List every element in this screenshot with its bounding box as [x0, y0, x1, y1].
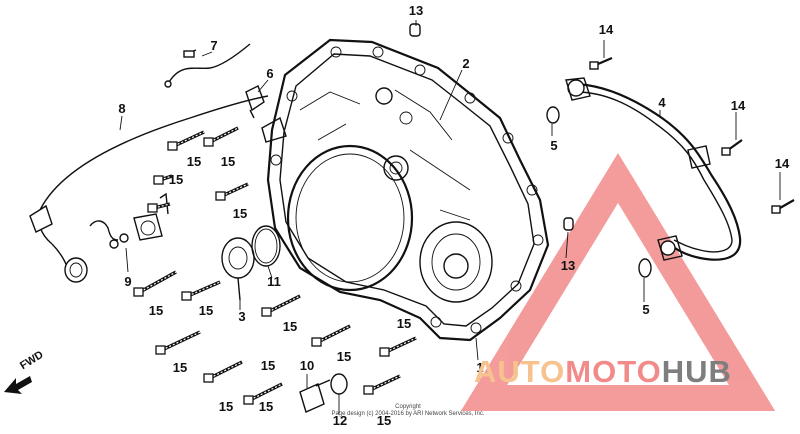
callout-7: 7: [210, 38, 217, 53]
callout-15-d: 15: [233, 206, 247, 221]
bolt-14-a: [589, 56, 613, 70]
callout-4: 4: [658, 95, 666, 110]
watermark-auto: AUTO: [474, 354, 566, 389]
callout-13-lower: 13: [561, 258, 575, 273]
callout-13-upper: 13: [409, 3, 423, 18]
o-ring-11: [251, 225, 281, 267]
callout-15-k: 15: [261, 358, 275, 373]
bolt-15-4: [215, 182, 249, 201]
callout-11: 11: [267, 274, 281, 289]
callout-15-j: 15: [173, 360, 187, 375]
callout-15-a: 15: [187, 154, 201, 169]
bolt-15-7: [261, 294, 301, 317]
callout-14-c: 14: [775, 156, 790, 171]
leader-lines: [119, 20, 781, 414]
callout-1: 1: [476, 360, 483, 375]
bolts-15: [133, 126, 417, 405]
callout-15-e: 15: [149, 303, 163, 318]
bolt-15-3: [153, 174, 173, 185]
callout-14-a: 14: [599, 22, 614, 37]
callout-9: 9: [124, 274, 131, 289]
switch-9: [109, 192, 169, 249]
bolt-15-14: [147, 202, 171, 213]
bolt-15-2: [203, 126, 239, 147]
sealing-washer-upper: [546, 106, 560, 124]
dowel-pin-upper: [409, 23, 421, 37]
copyright-notice: Copyright Page design (c) 2004-2016 by A…: [318, 404, 498, 418]
bolt-15-12: [379, 336, 417, 357]
callout-15-f: 15: [199, 303, 213, 318]
cable-7: [164, 43, 251, 88]
sealing-washer-lower: [638, 258, 652, 278]
forward-arrow-icon: [4, 376, 32, 394]
cap-6: [245, 85, 265, 119]
callout-6: 6: [266, 66, 273, 81]
copyright-line-2: Page design (c) 2004-2016 by ARI Network…: [331, 411, 485, 417]
callout-15-h: 15: [397, 316, 411, 331]
callout-15-b: 15: [221, 154, 235, 169]
watermark-logo: AUTOMOTOHUB: [474, 352, 794, 392]
callout-15-c: 15: [169, 172, 183, 187]
bolt-15-8: [155, 330, 201, 355]
bolt-15-6: [181, 280, 221, 301]
callout-5-upper: 5: [550, 138, 557, 153]
bolt-15-13: [363, 374, 401, 395]
callout-3: 3: [238, 309, 245, 324]
oil-pipe: [565, 77, 742, 261]
callout-15-i: 15: [337, 349, 351, 364]
cap-3: [221, 237, 255, 301]
right-crankcase-cover: [261, 38, 550, 342]
callout-5-lower: 5: [642, 302, 649, 317]
callout-10: 10: [300, 358, 314, 373]
watermark-triangle: [460, 153, 776, 411]
callout-2: 2: [462, 56, 469, 71]
plug-10: [299, 379, 331, 413]
callout-15-l: 15: [219, 399, 233, 414]
copyright-line-1: Copyright: [395, 404, 421, 410]
callout-15-g: 15: [283, 319, 297, 334]
callout-15-n: 15: [377, 413, 391, 428]
watermark-hub: HUB: [661, 354, 732, 389]
bolt-14-c: [771, 199, 795, 214]
callout-8: 8: [118, 101, 125, 116]
bolt-15-1: [167, 130, 205, 151]
callout-12: 12: [333, 413, 347, 428]
bolt-15-11: [311, 324, 351, 347]
callout-labels: 13 2 7 6 8 14 4 14 5 14 15 15 15 15 9 11…: [118, 3, 790, 428]
bolt-15-5: [133, 270, 177, 297]
wire-harness-8: [29, 95, 269, 283]
callout-15-m: 15: [259, 399, 273, 414]
washer-12: [330, 373, 348, 395]
bolt-15-9: [203, 360, 243, 383]
watermark-moto: MOTO: [565, 354, 662, 389]
bolt-15-10: [243, 382, 283, 405]
callout-14-b: 14: [731, 98, 746, 113]
dowel-pin-lower: [563, 217, 574, 231]
bolt-14-b: [721, 139, 743, 156]
